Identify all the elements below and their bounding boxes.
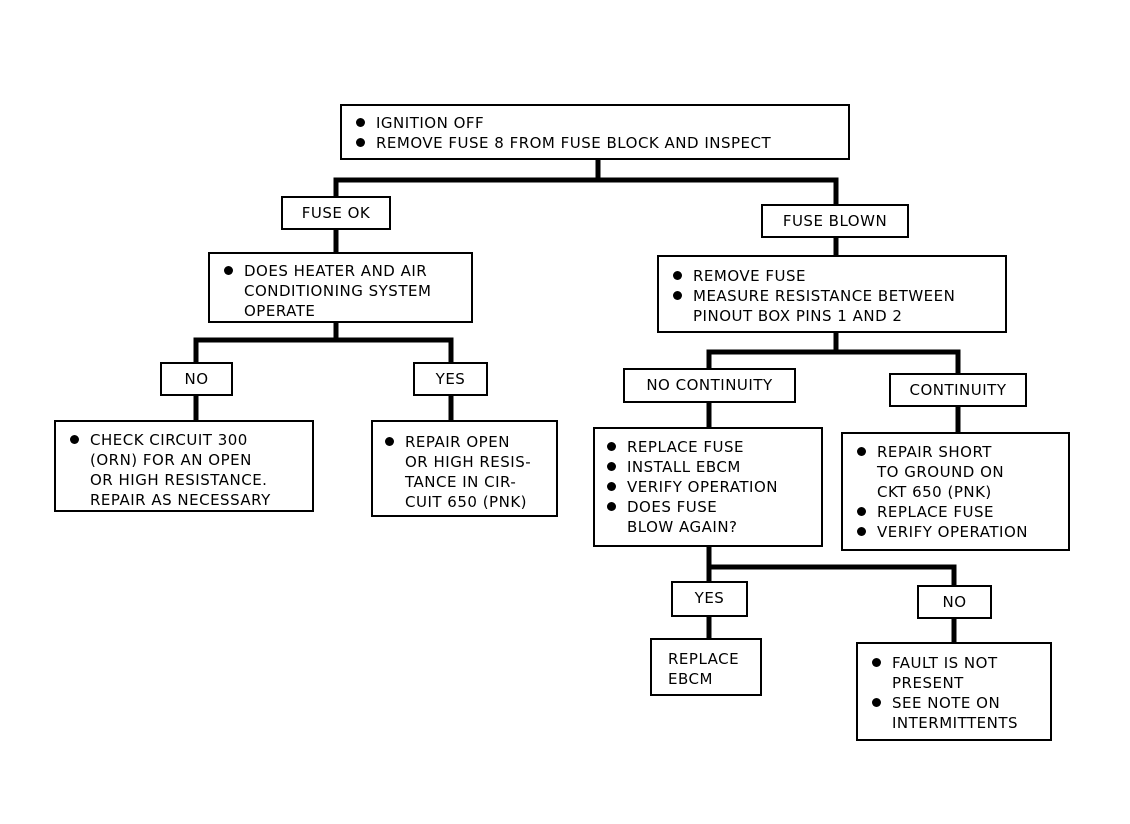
root-step: IGNITION OFF REMOVE FUSE 8 FROM FUSE BLOC… (340, 104, 850, 160)
bullet-item-text: CHECK CIRCUIT 300 (90, 431, 248, 449)
measure-step: REMOVE FUSE MEASURE RESISTANCE BETWEEN PIN… (657, 255, 1007, 333)
bullet-item-text: IGNITION OFF (376, 114, 485, 132)
bullet-item-text: OPERATE (244, 302, 316, 320)
bullet-item: VERIFY OPERATION (853, 522, 1062, 542)
bullet-item-text: INTERMITTENTS (892, 714, 1019, 732)
bullet-item-text: DOES FUSE (627, 498, 718, 516)
bullet-item-text: PRESENT (892, 674, 964, 692)
bullet-item-text: OR HIGH RESISTANCE. (90, 471, 268, 489)
fuse-blown-label: FUSE BLOWN (761, 204, 909, 238)
bullet-item: DOES HEATER AND AIR CONDITIONING SYSTEM OP… (220, 261, 463, 321)
bullet-item-text: REPAIR SHORT (877, 443, 992, 461)
bullet-item-text: MEASURE RESISTANCE BETWEEN (693, 287, 956, 305)
bullet-item-text: CONDITIONING SYSTEM (244, 282, 432, 300)
replace-ebcm-line: REPLACE (668, 650, 740, 668)
bullet-item-text: DOES HEATER AND AIR (244, 262, 428, 280)
replace-ebcm: REPLACE EBCM (650, 638, 762, 696)
bullet-item-text: FAULT IS NOT (892, 654, 998, 672)
bullet-item-text: VERIFY OPERATION (627, 478, 778, 496)
bullet-item-text: REPAIR AS NECESSARY (90, 491, 271, 509)
bullet-item: REPAIR SHORT TO GROUND ON CKT 650 (PNK) (853, 442, 1062, 502)
replace-ebcm-line: EBCM (668, 670, 713, 688)
continuity-label: CONTINUITY (889, 373, 1027, 407)
bullet-item: FAULT IS NOT PRESENT (868, 653, 1044, 693)
no-continuity-label: NO CONTINUITY (623, 368, 796, 403)
bullet-item: REMOVE FUSE 8 FROM FUSE BLOCK AND INSPEC… (352, 133, 840, 153)
bullet-item-text: CKT 650 (PNK) (877, 483, 992, 501)
bullet-item: IGNITION OFF (352, 113, 840, 133)
bullet-item: CHECK CIRCUIT 300 (ORN) FOR AN OPEN OR HIG… (66, 430, 304, 510)
bullet-item-text: REPLACE FUSE (627, 438, 744, 456)
hvac-question: DOES HEATER AND AIR CONDITIONING SYSTEM OP… (208, 252, 473, 323)
bullet-item-text: REPAIR OPEN (405, 433, 510, 451)
bullet-item-text: OR HIGH RESIS- (405, 453, 532, 471)
hvac-no-label: NO (160, 362, 233, 396)
bullet-item: REMOVE FUSE (669, 266, 997, 286)
bullet-item-text: PINOUT BOX PINS 1 AND 2 (693, 307, 903, 325)
repair-circuit-650: REPAIR OPEN OR HIGH RESIS- TANCE IN CIR- CU… (371, 420, 558, 517)
blow-again-no-label: NO (917, 585, 992, 619)
bullet-item-text: REMOVE FUSE 8 FROM FUSE BLOCK AND INSPEC… (376, 134, 772, 152)
check-circuit-300: CHECK CIRCUIT 300 (ORN) FOR AN OPEN OR HIG… (54, 420, 314, 512)
blow-again-yes-label: YES (671, 581, 748, 617)
bullet-item-text: REMOVE FUSE (693, 267, 806, 285)
bullet-item: REPLACE FUSE (853, 502, 1062, 522)
bullet-item-text: TO GROUND ON (877, 463, 1005, 481)
bullet-item: SEE NOTE ON INTERMITTENTS (868, 693, 1044, 733)
bullet-item: REPAIR OPEN OR HIGH RESIS- TANCE IN CIR- CU… (381, 432, 550, 512)
bullet-item: INSTALL EBCM (603, 457, 815, 477)
bullet-item-text: SEE NOTE ON (892, 694, 1001, 712)
bullet-item: REPLACE FUSE (603, 437, 815, 457)
fuse-ok-label: FUSE OK (281, 196, 391, 230)
bullet-item-text: TANCE IN CIR- (405, 473, 517, 491)
bullet-item-text: REPLACE FUSE (877, 503, 994, 521)
bullet-item-text: BLOW AGAIN? (627, 518, 738, 536)
bullet-item-text: INSTALL EBCM (627, 458, 741, 476)
fault-not-present: FAULT IS NOT PRESENT SEE NOTE ON INTERMITTE… (856, 642, 1052, 741)
bullet-item-text: (ORN) FOR AN OPEN (90, 451, 252, 469)
replace-fuse-install-ebcm: REPLACE FUSE INSTALL EBCM VERIFY OPERATION… (593, 427, 823, 547)
bullet-item-text: CUIT 650 (PNK) (405, 493, 528, 511)
bullet-item: DOES FUSE BLOW AGAIN? (603, 497, 815, 537)
bullet-item: MEASURE RESISTANCE BETWEEN PINOUT BOX PIN… (669, 286, 997, 326)
bullet-item-text: VERIFY OPERATION (877, 523, 1028, 541)
bullet-item: VERIFY OPERATION (603, 477, 815, 497)
hvac-yes-label: YES (413, 362, 488, 396)
